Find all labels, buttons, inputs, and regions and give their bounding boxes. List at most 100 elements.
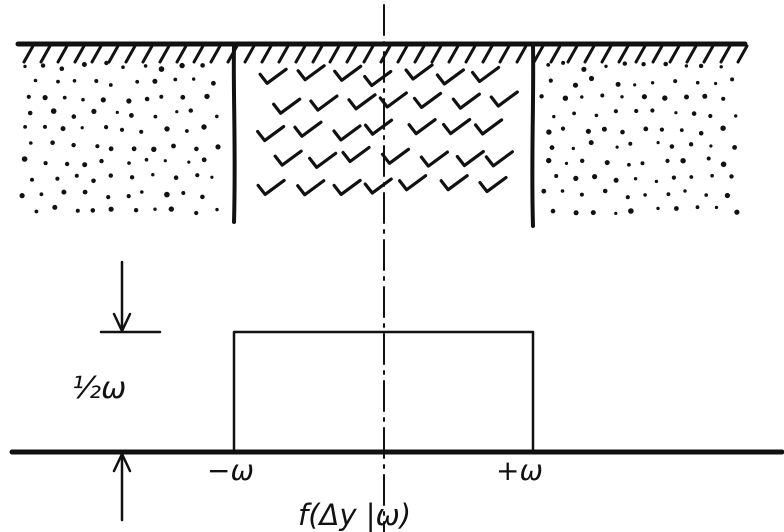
fill-check-mark bbox=[451, 92, 481, 110]
hatch-mark bbox=[192, 44, 205, 64]
soil-dot bbox=[625, 195, 630, 200]
soil-dot bbox=[650, 108, 655, 113]
fill-check-mark bbox=[258, 67, 288, 85]
soil-dot bbox=[562, 95, 569, 101]
soil-dot bbox=[194, 146, 199, 152]
soil-dot bbox=[23, 125, 27, 129]
soil-dot bbox=[592, 174, 598, 180]
soil-dot bbox=[204, 93, 210, 100]
soil-dot bbox=[552, 114, 556, 119]
hatch-mark bbox=[430, 44, 443, 64]
soil-dot bbox=[139, 129, 144, 134]
fill-check-mark bbox=[273, 149, 303, 167]
soil-dot bbox=[613, 177, 619, 183]
soil-dot bbox=[140, 190, 144, 194]
soil-dot bbox=[100, 97, 106, 103]
soil-dot bbox=[539, 94, 544, 99]
soil-dot bbox=[129, 113, 134, 118]
hatch-mark bbox=[515, 44, 528, 64]
soil-dot bbox=[708, 113, 713, 119]
hatch-mark bbox=[243, 44, 256, 64]
soil-dot bbox=[665, 158, 670, 163]
soil-dot bbox=[560, 189, 565, 193]
soil-dot bbox=[698, 63, 704, 69]
hatch-mark bbox=[124, 44, 137, 64]
soil-dot bbox=[641, 94, 648, 100]
soil-dot bbox=[600, 93, 605, 98]
soil-dot bbox=[643, 193, 647, 197]
soil-dot bbox=[211, 80, 216, 86]
soil-dot bbox=[151, 146, 157, 152]
soil-dot bbox=[59, 66, 65, 71]
soil-dot bbox=[153, 114, 158, 119]
soil-dot bbox=[40, 63, 46, 68]
soil-dot bbox=[30, 177, 34, 182]
hatch-mark bbox=[56, 44, 69, 64]
soil-dot bbox=[560, 126, 566, 131]
soil-dot bbox=[549, 145, 555, 151]
soil-dot bbox=[72, 79, 77, 83]
soil-dot bbox=[580, 158, 585, 163]
soil-dot bbox=[695, 80, 700, 85]
hatch-mark bbox=[396, 44, 409, 64]
soil-dot bbox=[62, 95, 67, 100]
soil-dot bbox=[580, 95, 584, 99]
soil-dot bbox=[663, 61, 668, 67]
soil-dot bbox=[126, 98, 132, 104]
soil-dot bbox=[95, 144, 100, 149]
soil-dot bbox=[680, 158, 686, 164]
soil-dot bbox=[26, 94, 31, 99]
hatch-mark bbox=[736, 44, 749, 64]
fill-check-mark bbox=[455, 149, 485, 168]
soil-dot bbox=[721, 96, 726, 101]
soil-dot bbox=[688, 142, 694, 147]
soil-dot bbox=[695, 205, 700, 210]
fill-check-mark bbox=[412, 91, 443, 110]
soil-dot bbox=[119, 127, 125, 132]
hatch-mark bbox=[158, 44, 171, 64]
soil-dot bbox=[82, 162, 88, 168]
hatch-mark bbox=[175, 44, 188, 64]
soil-dot bbox=[21, 156, 28, 162]
soil-dot bbox=[108, 146, 114, 152]
soil-dot bbox=[99, 158, 104, 164]
hatch-mark bbox=[345, 44, 358, 64]
hatch-mark bbox=[22, 44, 35, 64]
fill-check-mark bbox=[333, 64, 363, 82]
soil-dot bbox=[168, 206, 174, 212]
soil-dot bbox=[80, 126, 84, 130]
soil-dot bbox=[674, 111, 678, 115]
soil-dot bbox=[628, 208, 634, 214]
hatch-mark bbox=[413, 44, 426, 64]
soil-dot bbox=[50, 108, 57, 114]
soil-dot bbox=[135, 79, 140, 84]
soil-dot bbox=[714, 205, 719, 210]
soil-dot bbox=[633, 83, 637, 87]
soil-dot bbox=[720, 161, 727, 168]
hatch-mark bbox=[311, 44, 324, 64]
soil-dot bbox=[581, 66, 587, 72]
hatch-mark bbox=[464, 44, 477, 64]
soil-dot bbox=[175, 110, 179, 114]
soil-dot bbox=[201, 157, 207, 163]
hatch-mark bbox=[294, 44, 307, 64]
soil-dot bbox=[734, 114, 738, 118]
soil-dot bbox=[194, 210, 199, 216]
soil-dot bbox=[61, 189, 67, 195]
soil-dot bbox=[144, 157, 149, 162]
fill-check-mark bbox=[380, 147, 411, 165]
soil-dot bbox=[572, 111, 576, 116]
soil-dot bbox=[127, 161, 131, 165]
soil-dot bbox=[643, 126, 649, 132]
soil-dot bbox=[662, 95, 668, 101]
hatch-mark bbox=[481, 44, 494, 64]
soil-dot bbox=[714, 81, 718, 86]
hatch-mark bbox=[39, 44, 52, 64]
soil-dot bbox=[187, 160, 191, 164]
soil-dot bbox=[81, 97, 85, 102]
fill-check-mark bbox=[442, 117, 472, 136]
soil-dot bbox=[710, 173, 714, 178]
fill-check-mark bbox=[378, 91, 408, 109]
soil-dot bbox=[734, 209, 740, 215]
soil-dot bbox=[622, 61, 627, 66]
